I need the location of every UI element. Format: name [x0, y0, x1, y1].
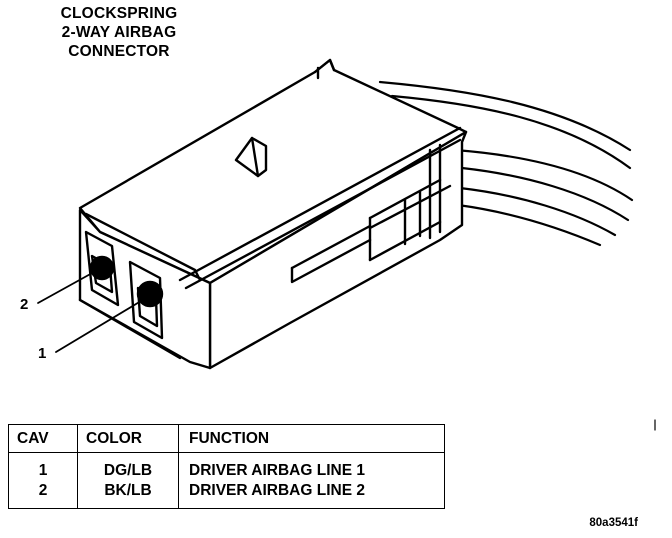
wiring-table: CAV COLOR FUNCTION 1 DG/LB DRIVER AIRBAG… [8, 424, 445, 509]
figure-id: 80a3541f [589, 517, 638, 529]
cell-color: BK/LB [77, 481, 179, 509]
header-function: FUNCTION [178, 424, 445, 453]
header-cav: CAV [8, 424, 78, 453]
callout-pin-2: 2 [20, 296, 29, 313]
header-color: COLOR [77, 424, 179, 453]
pin-1-terminal [136, 280, 164, 308]
cell-function: DRIVER AIRBAG LINE 2 [178, 481, 445, 509]
table-row: 2 BK/LB DRIVER AIRBAG LINE 2 [8, 481, 445, 509]
diagram-title: CLOCKSPRING 2-WAY AIRBAG CONNECTOR [8, 4, 230, 61]
title-line-1: CLOCKSPRING [60, 5, 178, 22]
cell-cav: 2 [8, 481, 78, 509]
cell-function: DRIVER AIRBAG LINE 1 [178, 452, 445, 481]
leader-line-2 [37, 271, 95, 304]
wire-harness [378, 80, 634, 247]
title-line-2: 2-WAY AIRBAG [61, 24, 177, 41]
table-header-row: CAV COLOR FUNCTION [8, 424, 445, 453]
table-row: 1 DG/LB DRIVER AIRBAG LINE 1 [8, 452, 445, 481]
title-line-3: CONNECTOR [68, 43, 170, 60]
leader-line-1 [55, 300, 142, 353]
pin-2-terminal [89, 255, 115, 281]
cell-color: DG/LB [77, 452, 179, 481]
callout-pin-1: 1 [38, 345, 47, 362]
cell-cav: 1 [8, 452, 78, 481]
